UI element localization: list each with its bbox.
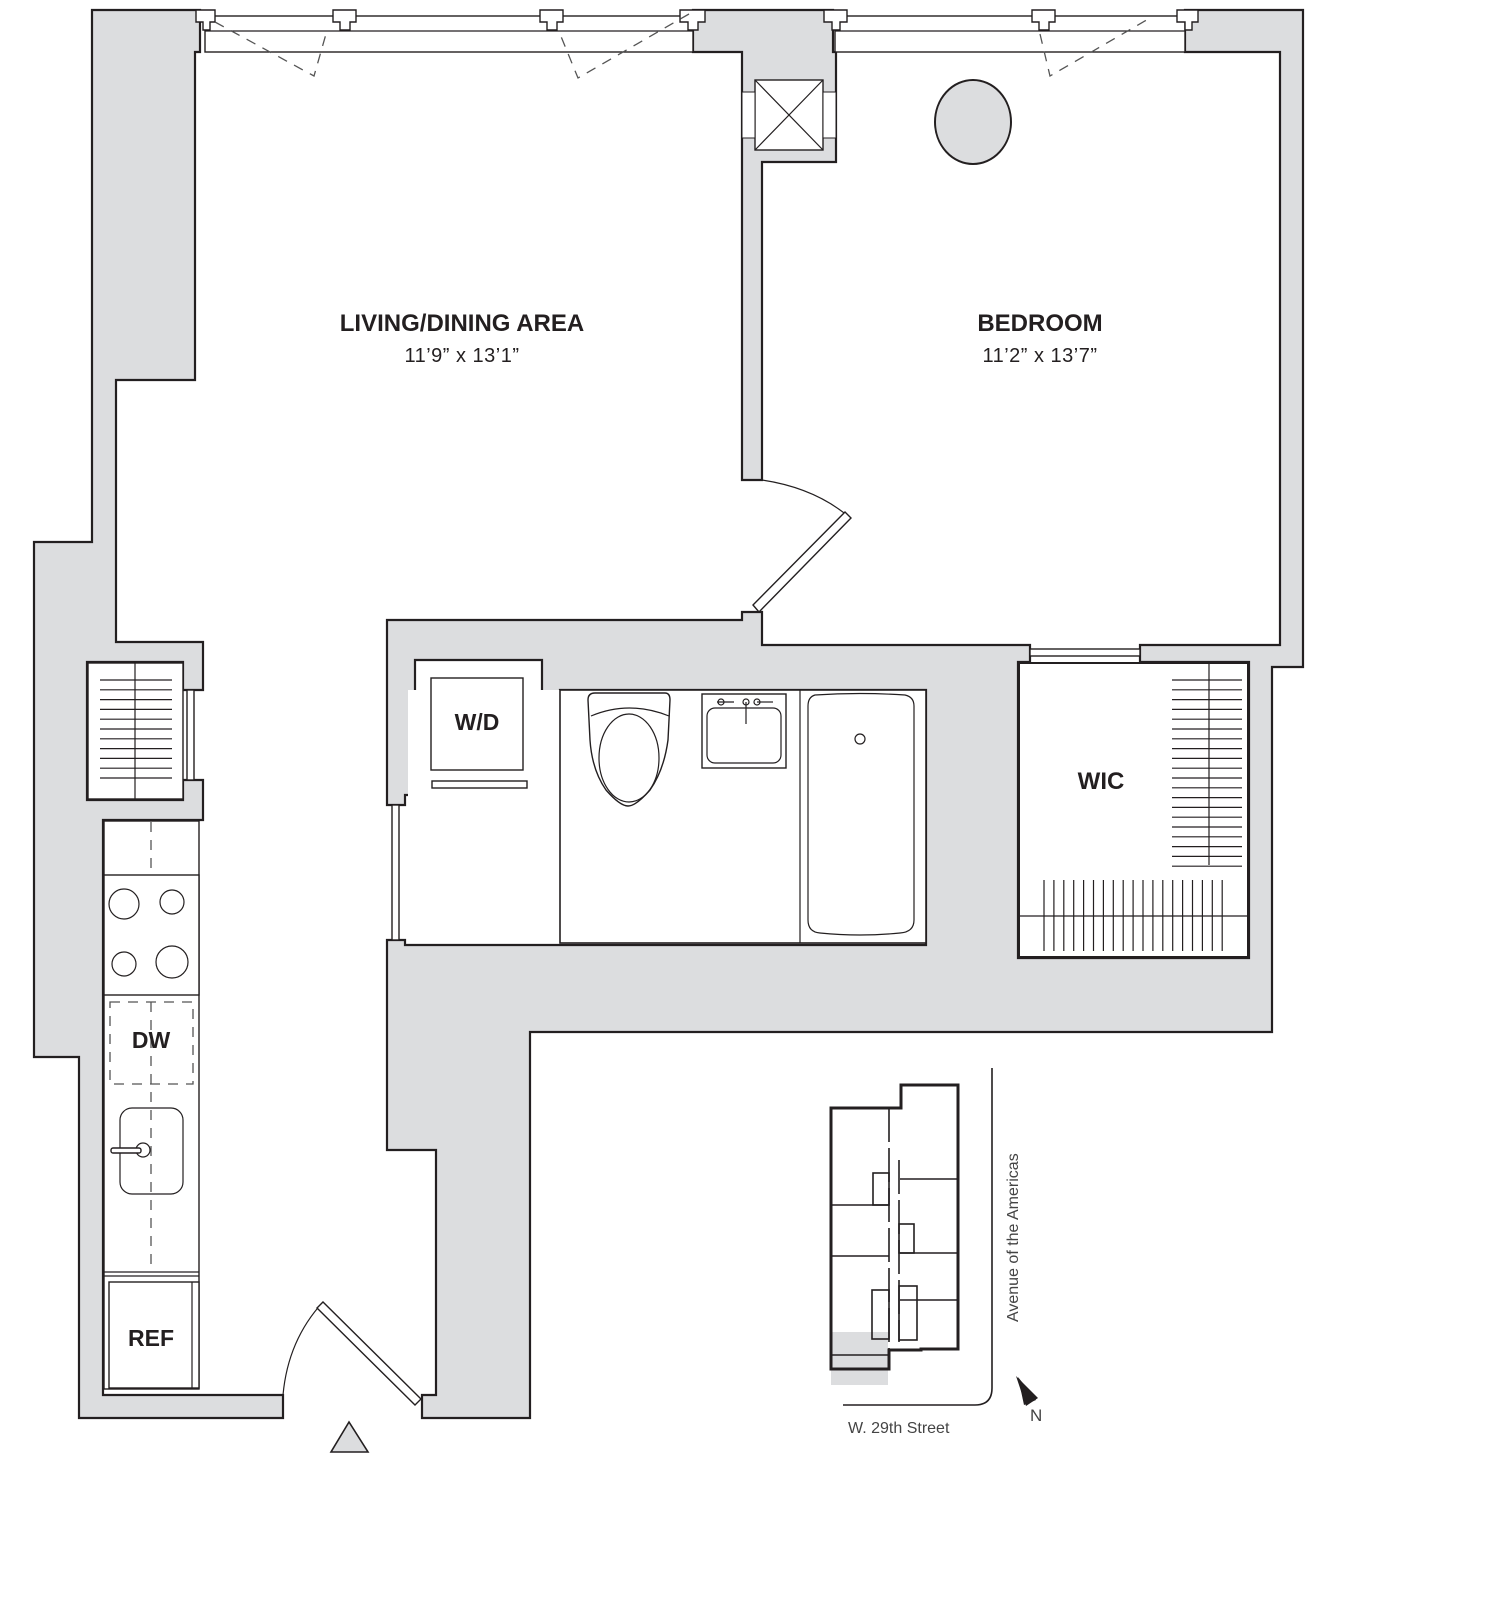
cross-street-label: W. 29th Street	[848, 1420, 950, 1437]
refrigerator-label: REF	[128, 1325, 174, 1351]
bathroom: W/D	[391, 677, 927, 944]
mechanical-shaft	[741, 79, 837, 151]
living-room-dimensions: 11’9” x 13’1”	[404, 345, 519, 367]
entry-door[interactable]	[282, 1301, 422, 1406]
structural-column	[934, 79, 1012, 165]
living-room-name: LIVING/DINING AREA	[340, 310, 584, 337]
entry-triangle-icon	[329, 1420, 370, 1453]
washer-dryer-label: W/D	[455, 709, 500, 735]
avenue-label: Avenue of the Americas	[1005, 1153, 1022, 1322]
bedroom-dimensions: 11’2” x 13’7”	[982, 345, 1097, 367]
highlighted-unit	[831, 1332, 888, 1385]
bedroom-name: BEDROOM	[977, 310, 1102, 337]
windows-top	[195, 9, 1199, 79]
wic-shelving	[1019, 663, 1248, 951]
key-plan: Avenue of the Americas W. 29th Street N	[829, 1068, 1042, 1437]
coat-closet	[87, 662, 195, 800]
kitchen: DW REF	[103, 822, 200, 1389]
bedroom-door[interactable]	[752, 479, 852, 614]
wic-name: WIC	[1078, 768, 1125, 795]
dishwasher-label: DW	[132, 1027, 171, 1053]
north-label: N	[1030, 1406, 1042, 1425]
wic-doorway[interactable]	[1029, 648, 1141, 657]
